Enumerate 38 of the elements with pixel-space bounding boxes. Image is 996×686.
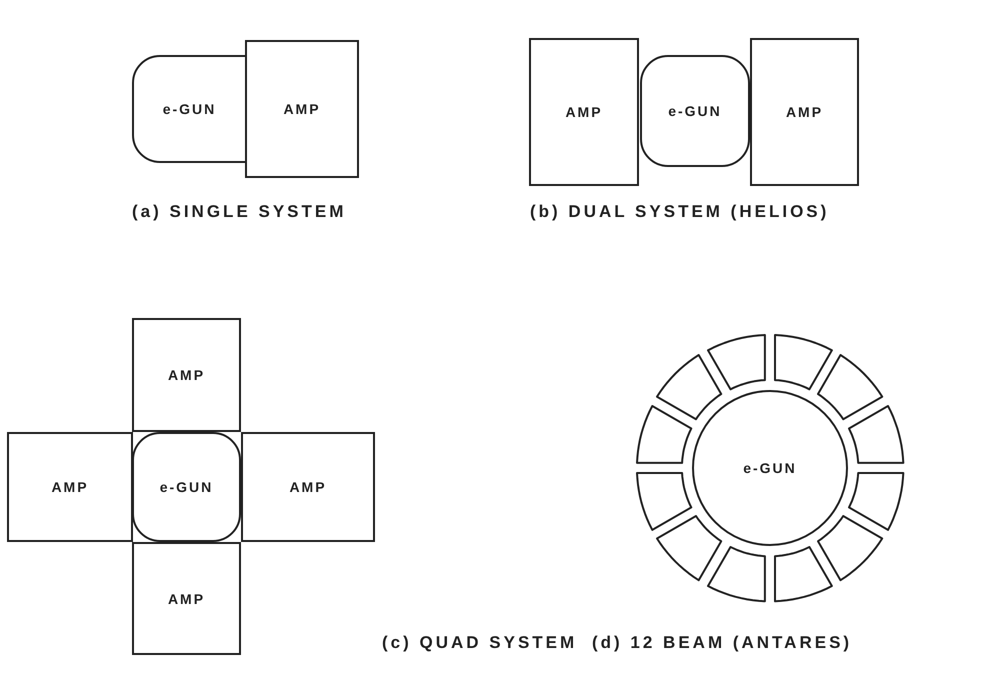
component-label: e-GUN — [162, 101, 216, 117]
panel-caption: (a) SINGLE SYSTEM — [132, 202, 346, 222]
electron-gun-box — [640, 55, 750, 167]
amplifier-box — [132, 318, 241, 432]
component-label: AMP — [168, 590, 206, 606]
amplifier-box — [7, 432, 133, 542]
amplifier-segment — [636, 472, 692, 532]
amplifier-segment — [774, 546, 834, 602]
amplifier-segment — [817, 354, 884, 421]
amplifier-segment — [706, 334, 766, 390]
amplifier-box — [132, 542, 241, 655]
component-label: e-GUN — [668, 103, 722, 119]
amplifier-segment — [636, 404, 692, 464]
amplifier-box — [750, 38, 859, 186]
amplifier-segment — [706, 546, 766, 602]
amplifier-segment — [848, 404, 904, 464]
amplifier-segment — [774, 334, 834, 390]
component-label: AMP — [289, 479, 327, 495]
electron-gun-box — [132, 432, 241, 542]
panel-caption: (d) 12 BEAM (ANTARES) — [592, 633, 852, 653]
component-label: AMP — [786, 104, 824, 120]
amplifier-box — [245, 40, 359, 178]
amplifier-segment — [656, 354, 723, 421]
component-label: AMP — [283, 101, 321, 117]
amplifier-box — [241, 432, 375, 542]
panel-caption: (b) DUAL SYSTEM (HELIOS) — [530, 202, 830, 222]
panel-caption: (c) QUAD SYSTEM — [382, 633, 578, 653]
component-label: AMP — [51, 479, 89, 495]
component-label: AMP — [168, 367, 206, 383]
component-label: e-GUN — [743, 460, 797, 476]
amplifier-segment — [656, 515, 723, 582]
electron-gun-box — [132, 55, 247, 163]
component-label: AMP — [565, 104, 603, 120]
amplifier-segment — [817, 515, 884, 582]
electron-gun-box — [692, 390, 848, 546]
component-label: e-GUN — [160, 479, 214, 495]
amplifier-box — [529, 38, 639, 186]
amplifier-segment — [848, 472, 904, 532]
